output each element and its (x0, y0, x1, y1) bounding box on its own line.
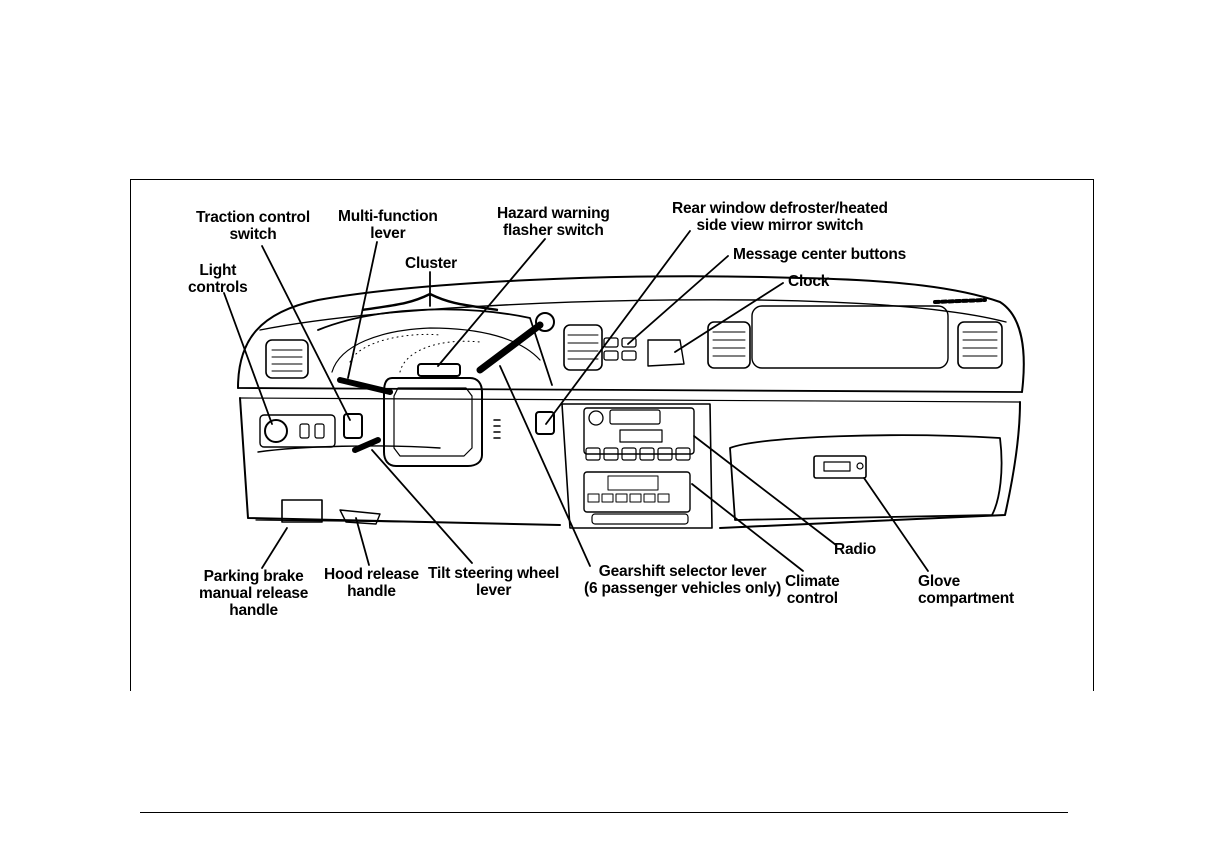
figure-frame-top (130, 179, 1093, 180)
label-climate-control: Climate control (785, 573, 840, 607)
light-knob (264, 419, 288, 443)
tilt-lever-shape (352, 437, 381, 453)
traction-switch-shape (343, 413, 363, 439)
gearshift-knob (535, 312, 555, 332)
label-hood-release: Hood release handle (324, 566, 419, 600)
cluster-hood (317, 308, 553, 386)
label-tilt-steering: Tilt steering wheel lever (428, 565, 560, 599)
label-gearshift: Gearshift selector lever (6 passenger ve… (584, 563, 782, 597)
label-clock: Clock (788, 273, 830, 290)
cluster-dots (349, 333, 481, 373)
clock-shape (647, 339, 685, 367)
center-stack (561, 403, 713, 529)
leader-light (223, 292, 273, 425)
steering-wheel-inner (393, 387, 473, 457)
leader-hazard (437, 238, 546, 367)
label-radio: Radio (834, 541, 877, 558)
hood-release-shape (339, 509, 381, 525)
leader-radio (693, 435, 837, 546)
leader-defroster (545, 230, 691, 425)
gearshift-lever-shape (476, 321, 544, 374)
right-vent (957, 321, 1003, 369)
knee-panel (257, 445, 441, 453)
left-vent (265, 339, 309, 379)
label-multi-function: Multi-function lever (338, 208, 438, 242)
leader-traction (261, 245, 351, 421)
knee-panel-lower (255, 519, 421, 523)
leader-hood (355, 517, 370, 566)
center-vent (563, 324, 603, 371)
passenger-upper-panel (751, 305, 949, 369)
label-message-center: Message center buttons (733, 246, 907, 263)
label-hazard-warning: Hazard warning flasher switch (497, 205, 610, 239)
light-controls-panel (259, 414, 336, 448)
dashboard-lower-left (239, 397, 561, 526)
leader-climate (691, 483, 804, 572)
multi-function-lever-shape (337, 377, 393, 395)
footer-rule (140, 812, 1068, 813)
radio-shape (583, 407, 695, 455)
dashboard-shelf (237, 387, 1023, 393)
leader-message (627, 255, 729, 345)
climate-control-shape (583, 471, 691, 513)
label-light-controls: Light controls (188, 262, 248, 296)
figure-frame-left (130, 179, 131, 691)
steering-wheel-hub (383, 377, 483, 467)
glove-latch (813, 455, 867, 479)
parking-brake-shape (281, 499, 323, 523)
dashboard-shelf-lower (239, 397, 1021, 403)
leader-glove (863, 477, 929, 572)
defroster-switch-shape (535, 411, 555, 435)
leader-parking (261, 527, 288, 569)
label-rear-window-defroster: Rear window defroster/heated side view m… (672, 200, 888, 234)
glove-compartment-shape (729, 434, 1003, 521)
dashboard-top-edge (237, 275, 1025, 393)
leader-clock (674, 282, 784, 353)
leader-gearshift (499, 365, 591, 567)
cluster-bracket (361, 292, 499, 312)
label-glove-compartment: Glove compartment (918, 573, 1014, 607)
label-traction-control: Traction control switch (196, 209, 310, 243)
right-center-vent (707, 321, 751, 369)
label-cluster: Cluster (405, 255, 458, 272)
figure-frame-right (1093, 179, 1094, 691)
label-parking-brake: Parking brake manual release handle (199, 568, 309, 619)
leader-tilt (371, 449, 473, 564)
dashboard-lower-right (719, 401, 1021, 529)
dashboard-top-inner (259, 299, 1007, 331)
